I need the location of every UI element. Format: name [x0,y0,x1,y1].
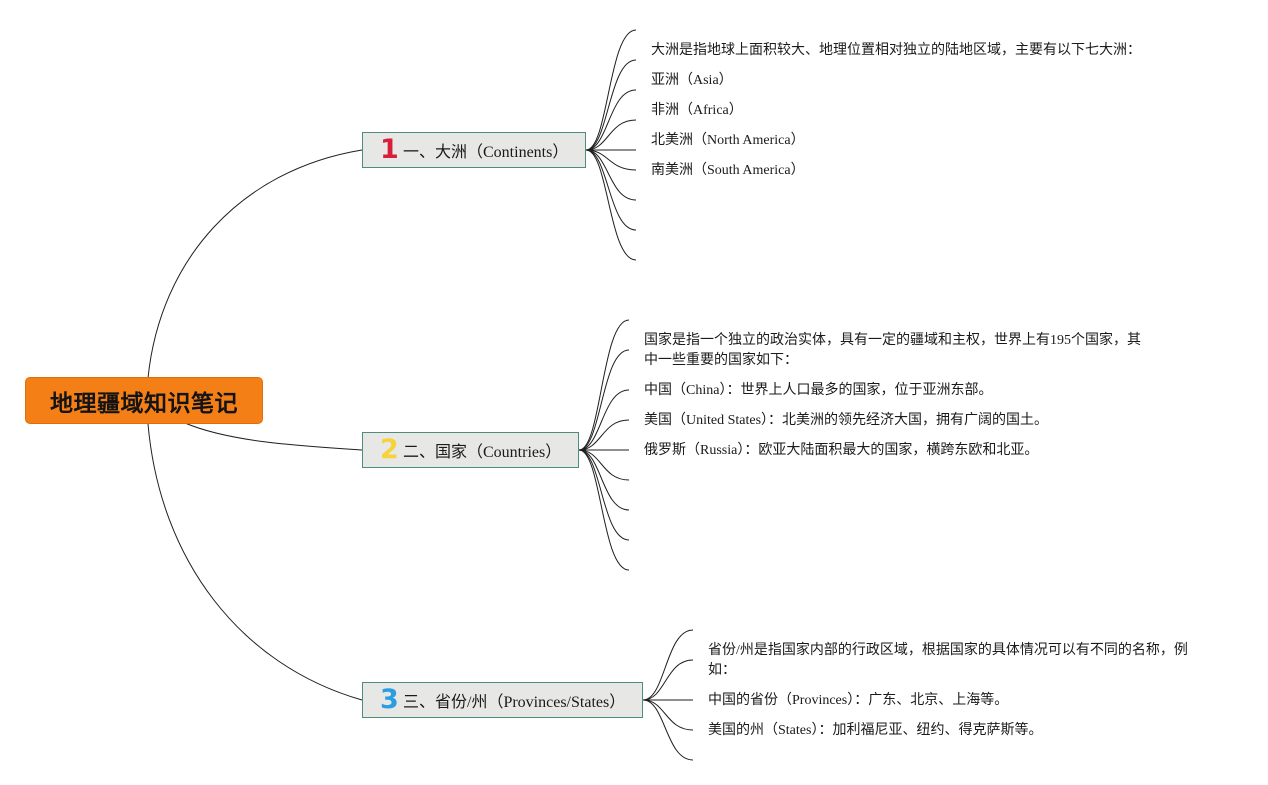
fan-connector [578,449,630,511]
note-north-america: 北美洲（North America） [651,133,805,148]
note-countries-intro: 国家是指一个独立的政治实体，具有一定的疆域和主权，世界上有195个国家，其中一些… [644,333,1141,368]
fan-connector [585,89,637,151]
fan-connector [578,319,630,451]
note-us-states: 美国的州（States）：加利福尼亚、纽约、得克萨斯等。 [708,723,1043,738]
connector-root-branch2 [184,422,363,451]
connector-root-branch1 [147,149,363,379]
root-title: 地理疆域知识笔记 [50,390,238,417]
fan-connector [578,419,630,451]
fan-connector [578,449,630,481]
fan-connector [585,119,637,151]
fan-connector [642,699,694,761]
fan-connector [585,29,637,151]
note-south-america: 南美洲（South America） [651,163,805,178]
fan-connector [578,449,630,571]
note-continents-intro: 大洲是指地球上面积较大、地理位置相对独立的陆地区域，主要有以下七大洲： [651,43,1141,58]
fan-connector [585,149,637,201]
fan-connector [642,699,694,731]
note-china-provinces: 中国的省份（Provinces）：广东、北京、上海等。 [708,693,1009,708]
branch-continents[interactable]: 1 一、大洲（Continents） [362,132,586,168]
fan-connector [585,59,637,151]
fan-connector [642,659,694,701]
note-provinces-intro: 省份/州是指国家内部的行政区域，根据国家的具体情况可以有不同的名称，例如： [708,643,1188,678]
note-china: 中国（China）：世界上人口最多的国家，位于亚洲东部。 [644,383,993,398]
root-node[interactable]: 地理疆域知识笔记 [25,377,263,424]
number-two-icon: 2 [380,434,399,465]
note-russia: 俄罗斯（Russia）：欧亚大陆面积最大的国家，横跨东欧和北亚。 [644,443,1039,458]
number-three-icon: 3 [380,684,399,715]
fan-connector [642,629,694,701]
connector-root-branch3 [147,423,363,701]
fan-connector [578,349,630,451]
branch-label: 二、国家（Countries） [403,444,562,461]
fan-connector [578,389,630,451]
branch-countries[interactable]: 2 二、国家（Countries） [362,432,579,468]
branch-label: 三、省份/州（Provinces/States） [403,694,626,711]
fan-connector [578,449,630,541]
fan-connector [585,149,637,171]
branch-label: 一、大洲（Continents） [403,144,569,161]
note-asia: 亚洲（Asia） [651,73,733,88]
fan-connector [585,149,637,261]
branch-provinces-states[interactable]: 3 三、省份/州（Provinces/States） [362,682,643,718]
note-africa: 非洲（Africa） [651,103,743,118]
number-one-icon: 1 [380,134,399,165]
note-united-states: 美国（United States）：北美洲的领先经济大国，拥有广阔的国土。 [644,413,1049,428]
